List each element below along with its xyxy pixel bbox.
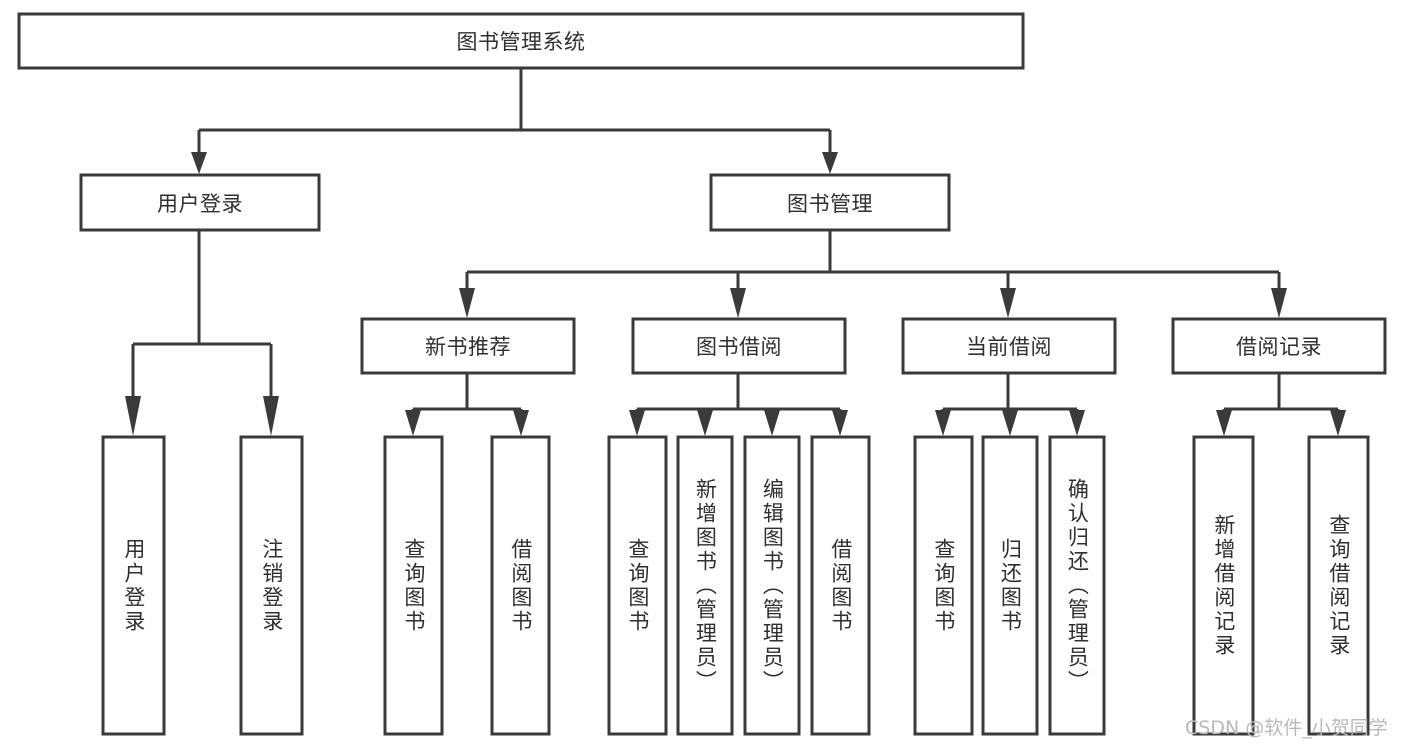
node-leaf-borrow-book-1[interactable] <box>490 435 551 736</box>
arrowhead-leaf-logout <box>263 396 279 436</box>
arrowhead-leaf-borrow-book-2 <box>832 410 848 436</box>
arrowhead-new-book-recommend <box>459 288 475 318</box>
node-leaf-logout[interactable] <box>239 435 304 736</box>
arrowhead-book-borrow <box>730 288 746 318</box>
node-leaf-add-book[interactable] <box>676 435 734 736</box>
node-book-management[interactable] <box>709 173 951 232</box>
node-leaf-return-book[interactable] <box>981 435 1039 736</box>
arrowhead-user-login <box>191 152 207 174</box>
node-new-book-recommend[interactable] <box>360 317 576 375</box>
arrowhead-current-borrow <box>1000 288 1016 318</box>
arrowhead-leaf-query-record <box>1330 410 1346 436</box>
arrowhead-leaf-query-book-1 <box>405 410 421 436</box>
arrowhead-book-manage <box>822 152 838 174</box>
arrowhead-leaf-return-book <box>1002 410 1018 436</box>
arrowhead-leaf-borrow-book-1 <box>513 410 529 436</box>
arrowhead-leaf-add-record <box>1216 410 1232 436</box>
node-current-borrow[interactable] <box>901 317 1117 375</box>
node-leaf-query-book-2[interactable] <box>607 435 668 736</box>
node-user-login[interactable] <box>79 173 321 232</box>
arrowhead-borrow-record <box>1271 288 1287 318</box>
node-book-borrow[interactable] <box>631 317 847 375</box>
arrowhead-leaf-query-book-3 <box>935 410 951 436</box>
node-leaf-confirm-return[interactable] <box>1048 435 1106 736</box>
node-leaf-borrow-book-2[interactable] <box>810 435 871 736</box>
node-leaf-query-book-3[interactable] <box>913 435 974 736</box>
node-leaf-query-book-1[interactable] <box>383 435 444 736</box>
arrowhead-leaf-edit-book <box>764 410 780 436</box>
arrowhead-leaf-user-login <box>125 396 141 436</box>
node-leaf-add-record[interactable] <box>1192 435 1255 736</box>
node-borrow-record[interactable] <box>1171 317 1387 375</box>
node-root-book-management-system[interactable] <box>17 12 1025 70</box>
arrowhead-leaf-add-book <box>697 410 713 436</box>
node-leaf-user-login[interactable] <box>101 435 166 736</box>
node-leaf-query-record[interactable] <box>1307 435 1370 736</box>
node-leaf-edit-book[interactable] <box>743 435 801 736</box>
arrowhead-leaf-confirm-return <box>1069 410 1085 436</box>
arrowhead-leaf-query-book-2 <box>629 410 645 436</box>
